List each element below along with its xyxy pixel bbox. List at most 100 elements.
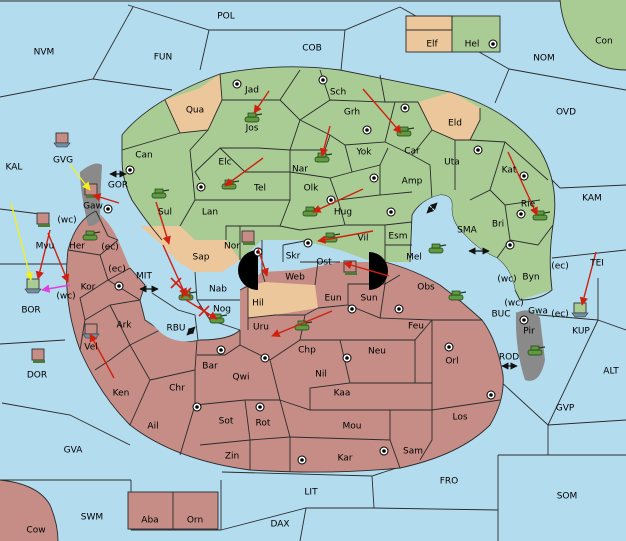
tank-icon[interactable] [428, 243, 447, 254]
supply-center-dot-icon [347, 304, 357, 314]
supply-center-dot-icon [519, 171, 529, 181]
supply-center-dot-icon [505, 240, 515, 250]
continent-south[interactable] [66, 211, 504, 473]
boat-icon[interactable] [571, 302, 589, 318]
supply-center-dot-icon [303, 238, 313, 248]
move-order-arrow [579, 251, 597, 306]
region-label-bar: Bar [202, 362, 218, 372]
region-label-nog: Nog [213, 305, 231, 315]
region-elf[interactable] [406, 16, 452, 52]
region-label-bri: Bri [492, 220, 504, 230]
move-order-arrow [362, 88, 402, 134]
region-label-eld: Eld [448, 119, 462, 129]
region-hil[interactable] [248, 282, 318, 318]
region-label-vel: Vel [84, 343, 98, 353]
support-order-arrow [10, 202, 34, 281]
region-label-jad: Jad [244, 86, 259, 96]
region-eld[interactable] [418, 92, 480, 140]
region-label-mou: Mou [343, 422, 362, 432]
region-label-amp: Amp [402, 177, 423, 187]
tank-icon[interactable] [527, 345, 546, 356]
region-label-nar: Nar [292, 165, 308, 175]
region-cow[interactable] [0, 480, 58, 541]
move-order-arrow [155, 201, 171, 245]
tank-icon[interactable] [448, 290, 467, 301]
region-qua[interactable] [165, 74, 222, 133]
region-label-zin: Zin [225, 452, 239, 462]
region-label-ost: Ost [316, 258, 332, 268]
supply-center-dot-icon [386, 207, 396, 217]
move-order-arrow [312, 188, 364, 213]
support-order-arrow [41, 284, 71, 293]
region-label-elc: Elc [218, 158, 231, 168]
region-label-som: SOM [557, 492, 578, 502]
boat-icon[interactable] [24, 278, 42, 294]
region-label-cow: Cow [26, 526, 45, 536]
region-label-web: Web [285, 273, 305, 283]
army-box-icon[interactable] [36, 212, 50, 227]
region-label-kat: Kat [502, 166, 517, 176]
region-label-gva: GVA [64, 446, 84, 456]
double-arrow-icon [426, 202, 438, 214]
region-label-gvp: GVP [556, 404, 575, 414]
region-label-orl: Orl [445, 357, 458, 367]
region-label-con: Con [595, 37, 613, 47]
region-label-feu: Feu [408, 322, 424, 332]
supply-center-dot-icon [394, 304, 404, 314]
supply-center-dot-icon [444, 342, 454, 352]
region-label-skr: Skr [286, 252, 301, 262]
region-label-ark: Ark [116, 321, 132, 331]
region-label-sch: Sch [330, 88, 346, 98]
tank-icon[interactable] [532, 210, 551, 221]
region-label-can: Can [135, 151, 153, 161]
region-label-rie: Rie [521, 200, 536, 210]
supply-center-dot-icon [379, 446, 389, 456]
region-label-vil: Vil [358, 234, 369, 244]
supply-center-dot-icon [488, 39, 498, 49]
region-label-qua: Qua [186, 106, 204, 116]
move-order-arrow [162, 244, 187, 297]
region-label-nor: Nor [224, 242, 240, 252]
region-label-jos: Jos [245, 124, 259, 134]
supply-center-dot-icon [362, 125, 372, 135]
region-label-pir: Pir [523, 327, 535, 337]
region-label-sma: SMA [457, 226, 477, 236]
supply-centers [103, 39, 529, 465]
army-box-icon[interactable] [241, 230, 255, 245]
region-label-dax: DAX [270, 520, 289, 530]
supply-center-dot-icon [473, 145, 483, 155]
region-label-car: Car [404, 147, 420, 157]
army-box-icon[interactable] [31, 348, 45, 363]
region-pir-impassable [515, 310, 545, 381]
region-label-nil: Nil [315, 370, 327, 380]
tank-icon[interactable] [244, 112, 263, 123]
move-order-arrow [89, 333, 115, 379]
move-order-arrow [271, 310, 333, 337]
move-order-arrow [224, 157, 264, 187]
black-half-disc-icon [369, 252, 388, 290]
region-label-obs: Obs [417, 283, 435, 293]
region-label-bor: BOR [21, 306, 40, 316]
region-label-tei: TEI [589, 259, 604, 269]
coast-tag: (wc) [57, 216, 76, 226]
move-order-arrow [92, 193, 120, 204]
tank-icon[interactable] [151, 188, 170, 199]
region-label-sot: Sot [219, 417, 234, 427]
region-con[interactable] [560, 0, 626, 70]
tank-icon[interactable] [82, 230, 101, 241]
region-label-tel: Tel [253, 184, 266, 194]
region-label-nvm: NVM [34, 48, 55, 58]
move-order-arrow [507, 151, 538, 216]
boat-icon[interactable] [53, 132, 71, 148]
region-label-ovd: OVD [556, 108, 576, 118]
region-label-uru: Uru [253, 323, 269, 333]
region-label-fro: FRO [440, 477, 459, 487]
region-label-sul: Sul [158, 208, 172, 218]
region-label-uta: Uta [444, 158, 460, 168]
region-label-nab: Nab [209, 285, 227, 295]
region-label-gwa: Gwa [528, 307, 548, 317]
coast-tag: (ec) [551, 262, 569, 272]
move-order-arrow [257, 247, 269, 277]
